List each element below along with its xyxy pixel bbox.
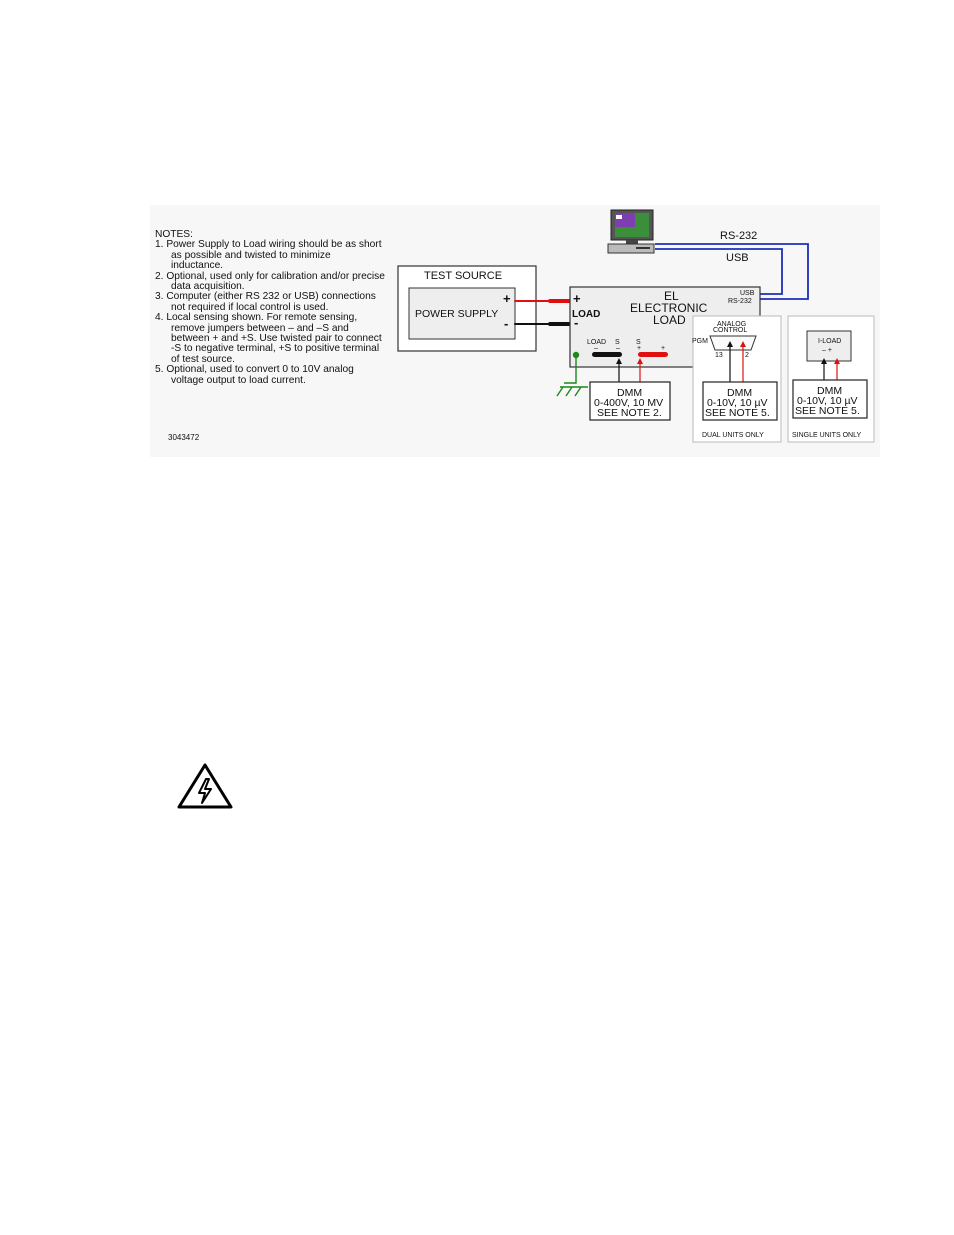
rs232-wire xyxy=(655,243,809,300)
dmm1-line2: 0-400V, 10 MV xyxy=(594,397,663,409)
rs232-label: RS-232 xyxy=(720,230,757,242)
dmm3-line1: DMM xyxy=(817,385,842,397)
notes-block: NOTES: 1. Power Supply to Load wiring sh… xyxy=(155,229,385,386)
load-title-line2: ELECTRONIC xyxy=(630,301,708,315)
term-plus-sign: + xyxy=(661,345,665,352)
notes-heading: NOTES: xyxy=(155,229,193,240)
supply-minus: - xyxy=(504,316,508,331)
load-wires xyxy=(514,299,572,326)
analog-pin13: 13 xyxy=(715,352,723,359)
figure-id: 3043472 xyxy=(168,433,200,442)
dmm2-box xyxy=(702,381,778,421)
note-1: 1. Power Supply to Load wiring should be… xyxy=(155,239,382,272)
dmm2-line1: DMM xyxy=(727,387,752,399)
term-s1-sign: – xyxy=(616,345,620,352)
load-title-line1: EL xyxy=(664,289,679,303)
dmm1-line1: DMM xyxy=(617,387,642,399)
supply-plus: + xyxy=(503,291,511,306)
dmm1-line3: SEE NOTE 2. xyxy=(597,407,662,419)
note-3: 3. Computer (either RS 232 or USB) conne… xyxy=(155,291,376,313)
port-usb-label: USB xyxy=(740,290,755,297)
note-2: 2. Optional, used only for calibration a… xyxy=(155,270,385,293)
dmm1-box xyxy=(589,381,671,421)
analog-control-line2: CONTROL xyxy=(713,327,747,334)
iload-label: I-LOAD xyxy=(818,338,841,345)
computer-links xyxy=(655,243,809,300)
term-load-sign: – xyxy=(594,345,598,352)
dmm2-line2: 0-10V, 10 µV xyxy=(707,397,768,409)
term-s2-sign: + xyxy=(637,345,641,352)
dmm2-line3: SEE NOTE 5. xyxy=(705,407,770,419)
positive-sense-jumper xyxy=(638,352,668,357)
dmm3-line2: 0-10V, 10 µV xyxy=(797,395,858,407)
single-units-caption: SINGLE UNITS ONLY xyxy=(792,432,861,439)
usb-label: USB xyxy=(726,252,749,264)
computer-icon xyxy=(607,209,655,254)
wiring-diagram: RS-232 USB TEST SOURCE POWER SUPPLY + - xyxy=(150,205,880,457)
iload-box xyxy=(806,330,852,362)
dmm1-probes xyxy=(616,358,643,383)
wiring-diagram-svg: RS-232 USB TEST SOURCE POWER SUPPLY + - xyxy=(150,205,880,457)
high-voltage-warning-icon xyxy=(177,763,233,809)
dual-units-caption: DUAL UNITS ONLY xyxy=(702,432,764,439)
term-load-label: LOAD xyxy=(587,339,606,346)
dmm3-probes xyxy=(821,358,840,382)
ground-symbol xyxy=(556,351,588,397)
dmm3-line3: SEE NOTE 5. xyxy=(795,405,860,417)
usb-wire xyxy=(655,248,783,295)
analog-pin2: 2 xyxy=(745,352,749,359)
load-plus: + xyxy=(573,291,581,306)
power-supply-box xyxy=(408,287,516,340)
note-5: 5. Optional, used to convert 0 to 10V an… xyxy=(155,364,354,386)
load-title-line3: LOAD xyxy=(653,313,686,327)
port-rs232-label: RS-232 xyxy=(728,298,752,305)
term-s1-label: S xyxy=(615,339,620,346)
load-terminal-label: LOAD xyxy=(572,309,600,320)
note-4: 4. Local sensing shown. For remote sensi… xyxy=(155,312,382,365)
term-s2-label: S xyxy=(636,339,641,346)
negative-sense-jumper xyxy=(592,352,622,357)
dmm3-box xyxy=(792,379,868,419)
test-source-title: TEST SOURCE xyxy=(424,270,502,282)
analog-pgm-label: PGM xyxy=(692,338,708,345)
iload-signs: – + xyxy=(822,347,832,354)
power-supply-label: POWER SUPPLY xyxy=(415,308,498,320)
analog-control-line1: ANALOG xyxy=(717,321,746,328)
dmm2-probes xyxy=(727,341,746,382)
dual-units-panel xyxy=(692,315,782,443)
load-minus: - xyxy=(574,315,578,330)
db15-connector xyxy=(709,335,757,351)
